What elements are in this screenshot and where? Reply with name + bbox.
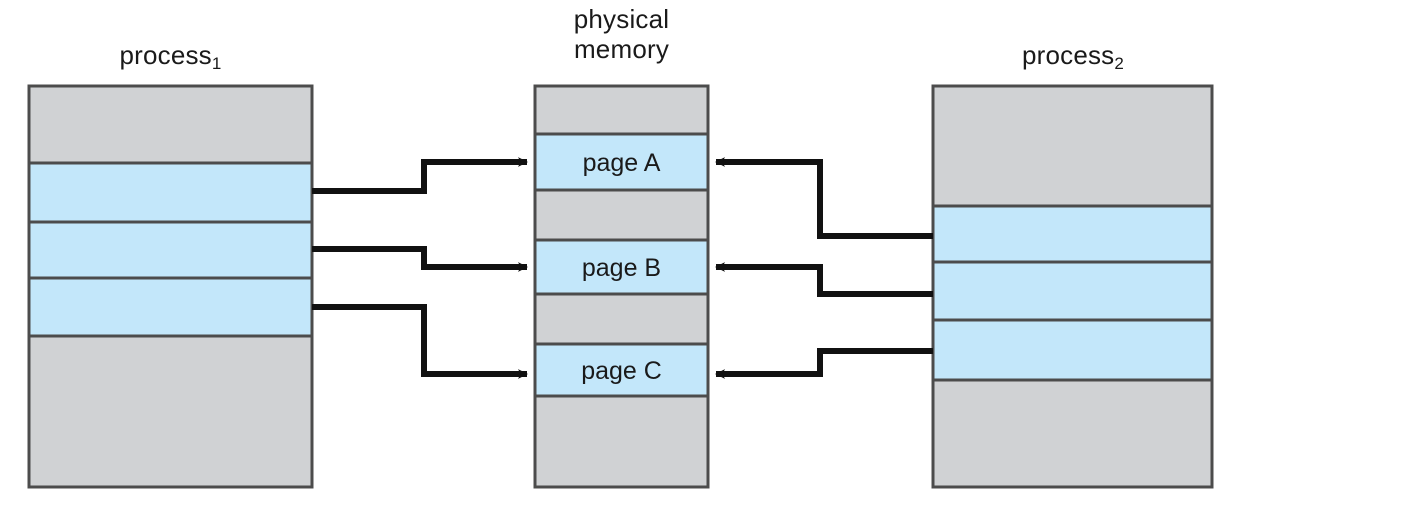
physical-segment-free-2 xyxy=(533,292,710,346)
process1-column xyxy=(27,84,314,489)
connector-p2-to-page-c xyxy=(715,348,933,379)
process2-segment-shared-b xyxy=(931,260,1214,322)
process2-segment-top-private xyxy=(931,84,1214,208)
process2-segment-shared-a xyxy=(931,204,1214,264)
physical-segment-free-3 xyxy=(533,394,710,489)
physical-memory-title: physical memory xyxy=(573,4,670,64)
physical-segment-page-a xyxy=(533,132,710,192)
process1-segment-top-private xyxy=(27,84,314,165)
process2-segment-bottom-private xyxy=(931,378,1214,489)
connector-p1-to-page-b xyxy=(312,246,528,272)
physical-memory-column xyxy=(533,84,710,489)
process1-title-text: process xyxy=(119,40,212,70)
connector-p2-to-page-b xyxy=(715,262,933,297)
process2-column xyxy=(931,84,1214,489)
process1-segment-shared-c xyxy=(27,276,314,338)
process1-title: process1 xyxy=(29,40,312,74)
physical-segment-free-0 xyxy=(533,84,710,136)
connector-p1-to-page-c xyxy=(312,304,528,379)
connector-p2-to-page-a xyxy=(715,157,933,239)
process2-title-text: process xyxy=(1021,40,1115,70)
physical-segment-free-1 xyxy=(533,188,710,242)
physical-segment-page-c xyxy=(533,342,710,398)
process2-title: process2 xyxy=(933,40,1213,74)
process1-title-subscript: 1 xyxy=(211,54,222,73)
process1-segment-shared-b xyxy=(27,220,314,280)
process1-segment-bottom-private xyxy=(27,334,314,489)
process2-title-subscript: 2 xyxy=(1114,54,1125,73)
process2-segment-shared-c xyxy=(931,318,1214,382)
connector-p1-to-page-a xyxy=(312,157,528,194)
physical-segment-page-b xyxy=(533,238,710,296)
process1-segment-shared-a xyxy=(27,161,314,224)
